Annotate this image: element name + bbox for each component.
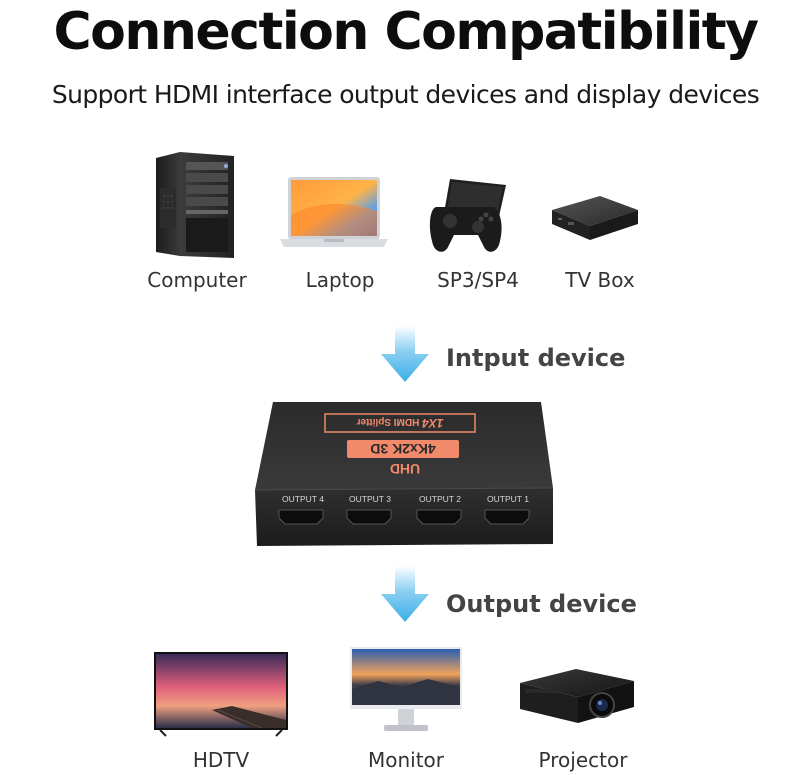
- splitter-brand: 1X4: [422, 416, 444, 430]
- down-arrow-icon: [381, 326, 429, 382]
- device-label-hdtv: HDTV: [192, 748, 250, 772]
- input-device-label: Intput device: [446, 344, 626, 372]
- splitter-model-label: 1X4 HDMI Splitter: [325, 414, 475, 432]
- laptop-icon: [280, 177, 388, 247]
- splitter-uhd: UHD: [389, 461, 421, 477]
- device-label-laptop: Laptop: [305, 268, 375, 292]
- computer-tower-icon: [156, 152, 234, 258]
- output-device-label: Output device: [446, 590, 637, 618]
- splitter-port-label-3: OUTPUT 3: [349, 494, 391, 504]
- page-subtitle: Support HDMI interface output devices an…: [51, 80, 760, 109]
- hdmi-splitter: [255, 402, 554, 546]
- game-controller-icon: [429, 179, 506, 252]
- device-label-projector: Projector: [538, 748, 628, 772]
- splitter-model: HDMI Splitter: [356, 416, 420, 427]
- device-label-computer: Computer: [147, 268, 247, 292]
- splitter-resolution: 4Kx2K 3D: [370, 441, 436, 457]
- device-label-sp3-sp4: SP3/SP4: [437, 268, 519, 292]
- monitor-icon: [350, 647, 462, 731]
- device-label-monitor: Monitor: [367, 748, 445, 772]
- splitter-port-label-2: OUTPUT 2: [419, 494, 461, 504]
- splitter-port-label-4: OUTPUT 4: [282, 494, 324, 504]
- projector-icon: [520, 669, 634, 723]
- down-arrow-icon: [381, 566, 429, 622]
- tv-box-icon: [552, 196, 638, 240]
- hdtv-icon: [154, 652, 288, 737]
- splitter-port-label-1: OUTPUT 1: [487, 494, 529, 504]
- page-title: Connection Compatibility: [53, 2, 759, 62]
- device-label-tv-box: TV Box: [565, 268, 635, 292]
